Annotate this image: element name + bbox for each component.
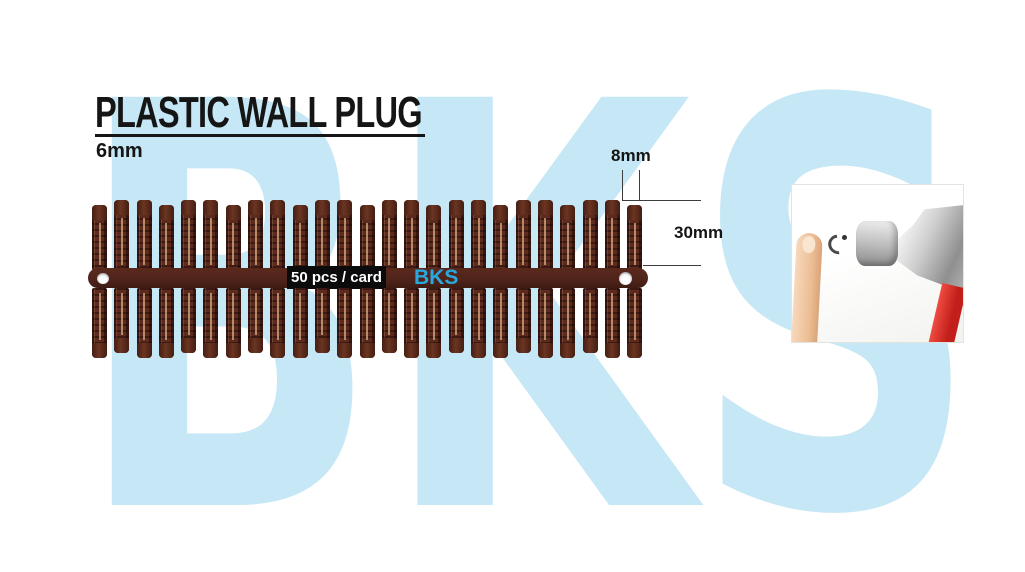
wall-plug [158, 288, 174, 358]
hang-hole-right [619, 272, 632, 285]
usage-photo [791, 184, 964, 343]
wall-plug [114, 288, 130, 353]
wall-plug [225, 205, 241, 270]
wall-plug [270, 200, 286, 270]
plug-row-bottom [92, 288, 643, 358]
size-label: 6mm [96, 140, 143, 162]
wall-plug [136, 288, 152, 358]
wall-plug [448, 200, 464, 270]
wall-plug [604, 200, 620, 270]
title-underline [95, 134, 425, 137]
wall-plug [537, 200, 553, 270]
wall-plug [515, 288, 531, 353]
dim-extension-line-left [622, 170, 623, 201]
plug-row-top [92, 200, 643, 270]
wall-plug [471, 200, 487, 270]
wall-plug [92, 288, 107, 358]
wall-plug [381, 288, 397, 353]
count-label: 50 pcs / card [287, 266, 386, 289]
wall-plug [203, 200, 219, 270]
dim-line-strip-top [643, 265, 701, 266]
hammer-face [856, 221, 898, 266]
wall-plug [426, 288, 442, 358]
wall-plug [92, 205, 107, 270]
wall-plug [426, 205, 442, 270]
wall-plug [404, 200, 420, 270]
page-title: PLASTIC WALL PLUG [95, 88, 423, 137]
wall-plug [314, 288, 330, 353]
dim-line-plug-top [622, 200, 701, 201]
wall-plug [493, 288, 509, 358]
finger [792, 232, 823, 342]
dim-head-width-label: 8mm [611, 146, 651, 165]
wall-plug [292, 288, 308, 358]
hang-hole-left [97, 273, 109, 284]
wall-plug [292, 205, 308, 270]
wall-plug [337, 200, 353, 270]
wall-plug [627, 205, 643, 270]
wall-plug [114, 200, 130, 270]
wall-plug [337, 288, 353, 358]
wall-plug [181, 288, 197, 353]
wall-plug [582, 288, 598, 353]
wall-plug [404, 288, 420, 358]
wall-plug [225, 288, 241, 358]
wall-plug [493, 205, 509, 270]
wall-plug [627, 288, 643, 358]
dim-extension-line-right [639, 170, 640, 201]
wall-plug [448, 288, 464, 353]
wall-plug [560, 288, 576, 358]
brand-label: BKS [414, 266, 459, 289]
wall-plug [203, 288, 219, 358]
wall-plug [381, 200, 397, 270]
wall-plug [270, 288, 286, 358]
wall-plug-hook [824, 230, 852, 259]
wall-plug [582, 200, 598, 270]
wall-plug [158, 205, 174, 270]
wall-plug [359, 205, 375, 270]
wall-plug [471, 288, 487, 358]
carrier-strip: 50 pcs / card BKS [88, 266, 648, 289]
fingernail [801, 235, 816, 254]
wall-plug [248, 200, 264, 270]
wall-plug [136, 200, 152, 270]
wall-plug [314, 200, 330, 270]
wall-plug-hook-tip [842, 235, 847, 240]
wall-plug [248, 288, 264, 353]
hammer-handle [928, 282, 963, 342]
wall-plug [515, 200, 531, 270]
wall-plug [359, 288, 375, 358]
wall-plug [560, 205, 576, 270]
wall-plug [537, 288, 553, 358]
dim-plug-length-label: 30mm [674, 223, 724, 242]
wall-plug [604, 288, 620, 358]
wall-plug [181, 200, 197, 270]
hammer-head [892, 205, 963, 293]
